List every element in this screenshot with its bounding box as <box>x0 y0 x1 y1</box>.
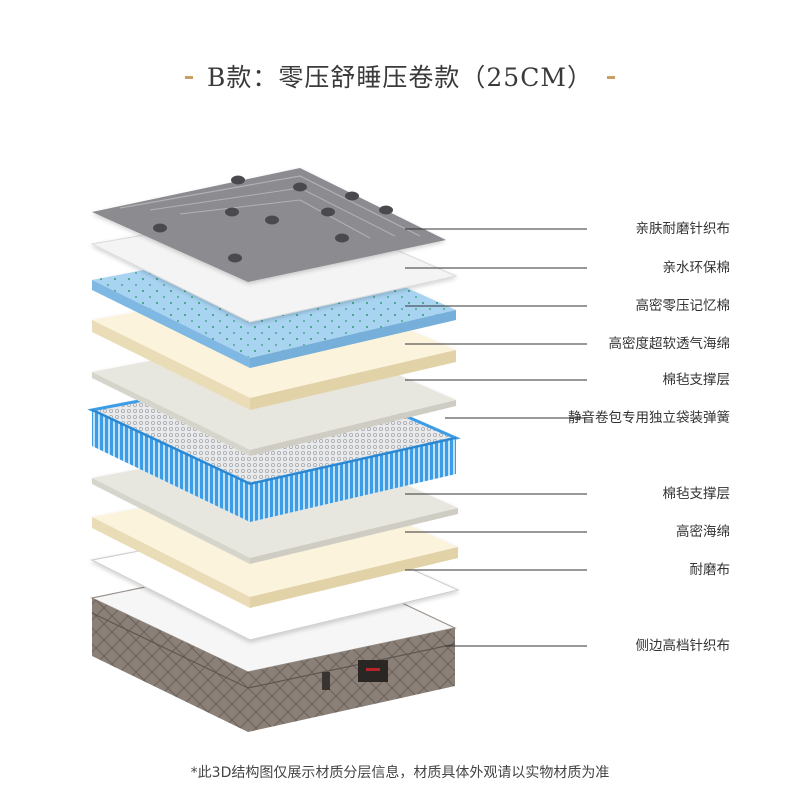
label-knit-top: 亲肤耐磨针织布 <box>636 221 731 237</box>
label-hydrophilic-cotton: 亲水环保棉 <box>663 260 731 276</box>
label-wear-fabric: 耐磨布 <box>690 562 731 578</box>
label-felt-support-upper: 棉毡支撑层 <box>663 372 731 388</box>
label-pocket-springs: 静音卷包专用独立袋装弹簧 <box>568 410 730 426</box>
label-side-knit: 侧边高档针织布 <box>636 638 731 654</box>
label-super-soft-sponge: 高密度超软透气海绵 <box>609 336 731 352</box>
label-felt-support-lower: 棉毡支撑层 <box>663 486 731 502</box>
label-memory-foam: 高密零压记忆棉 <box>636 298 731 314</box>
label-high-density-sponge: 高密海绵 <box>676 524 730 540</box>
footnote: *此3D结构图仅展示材质分层信息，材质具体外观请以实物材质为准 <box>0 762 800 782</box>
handle-icon <box>322 672 330 690</box>
